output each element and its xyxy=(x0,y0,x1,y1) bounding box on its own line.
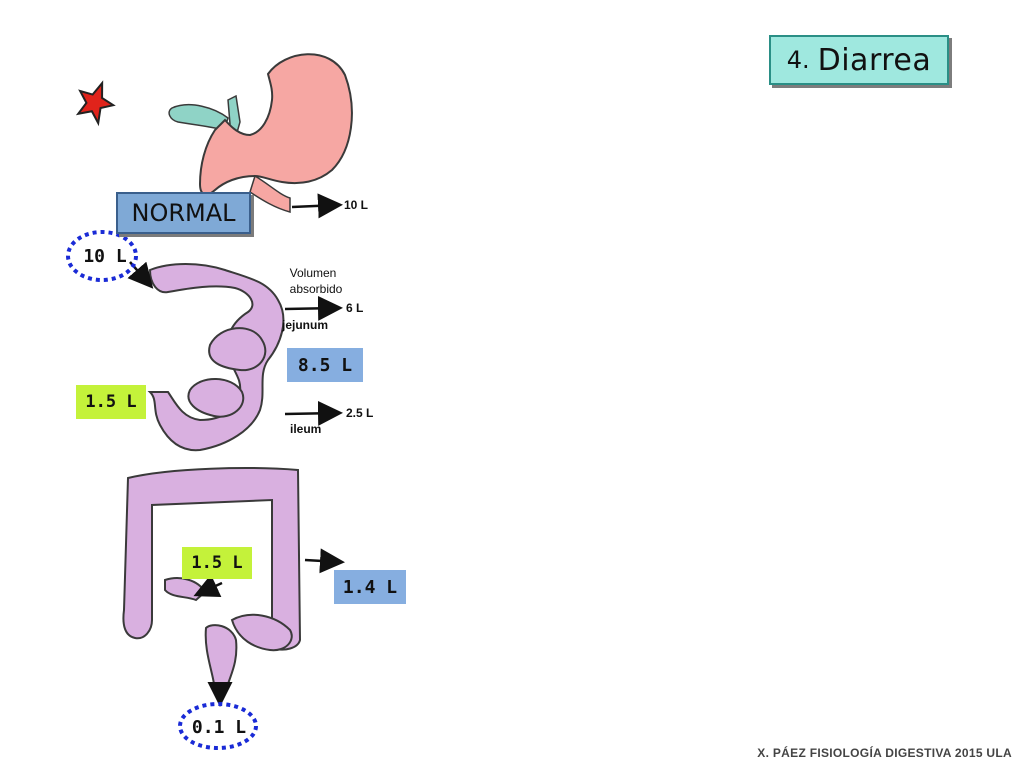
flow-arrows xyxy=(127,193,345,707)
title-text: Diarrea xyxy=(817,42,932,78)
intake-value: 10 L xyxy=(83,245,127,267)
colon-input-value: 1.5 L xyxy=(182,547,252,579)
dotted-circle-feces xyxy=(178,702,258,750)
slide-title: 4. Diarrea xyxy=(769,35,949,85)
normal-label: NORMAL xyxy=(116,192,251,234)
jejunum-label: jejunum xyxy=(282,318,329,332)
volumen-label: Volumen xyxy=(289,266,337,280)
title-number: 4. xyxy=(786,46,810,74)
feces-value: 0.1 L xyxy=(191,716,247,738)
dotted-circle-intake xyxy=(66,230,138,282)
star-icon xyxy=(75,80,116,127)
jejunum-value: 6 L xyxy=(346,301,364,315)
footer-credit: X. PÁEZ FISIOLOGÍA DIGESTIVA 2015 ULA xyxy=(757,746,1012,760)
small-intestine xyxy=(147,263,285,452)
stomach xyxy=(198,53,353,213)
small-intestine-total: 8.5 L xyxy=(287,348,363,382)
absorbido-label: absorbido xyxy=(289,282,343,296)
ileocecal-value: 1.5 L xyxy=(76,385,146,419)
colon-absorbed-value: 1.4 L xyxy=(334,570,406,604)
stomach-output-label: 10 L xyxy=(344,198,369,212)
ileum-value: 2.5 L xyxy=(346,406,374,420)
ileum-label: ileum xyxy=(290,422,322,436)
